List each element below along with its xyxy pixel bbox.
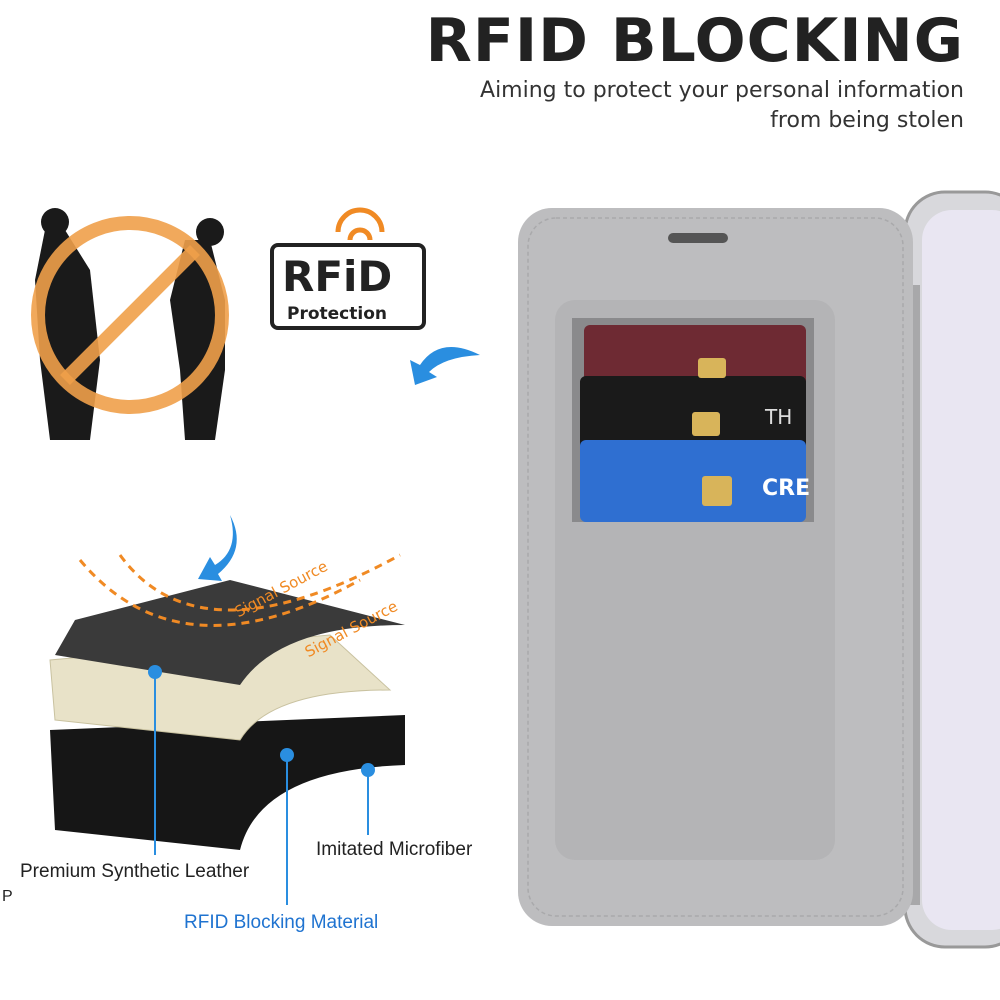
blue-card	[580, 440, 806, 522]
material-layers	[49, 553, 405, 905]
wireless-icon	[347, 227, 373, 241]
subtitle-line-1: Aiming to protect your personal informat…	[480, 78, 964, 103]
black-card-text: TH	[765, 405, 793, 429]
rfid-badge	[270, 207, 426, 330]
badge-sub-text: Protection	[287, 304, 387, 324]
microfiber-label: Imitated Microfiber	[316, 839, 473, 860]
blue-card-text: CRE	[762, 476, 811, 501]
page-title: RFID BLOCKING	[425, 6, 964, 76]
subtitle-line-2: from being stolen	[770, 108, 964, 133]
blocking-material-label: RFID Blocking Material	[184, 912, 379, 933]
arrow-down-icon	[198, 515, 237, 581]
flip-case	[518, 208, 920, 926]
stray-letter: P	[2, 888, 13, 905]
leather-label: Premium Synthetic Leather	[20, 861, 250, 882]
phone	[903, 190, 1000, 949]
arrow-left-icon	[410, 347, 480, 385]
no-skimming-figure	[31, 208, 229, 440]
badge-main-text: RFiD	[282, 252, 393, 301]
